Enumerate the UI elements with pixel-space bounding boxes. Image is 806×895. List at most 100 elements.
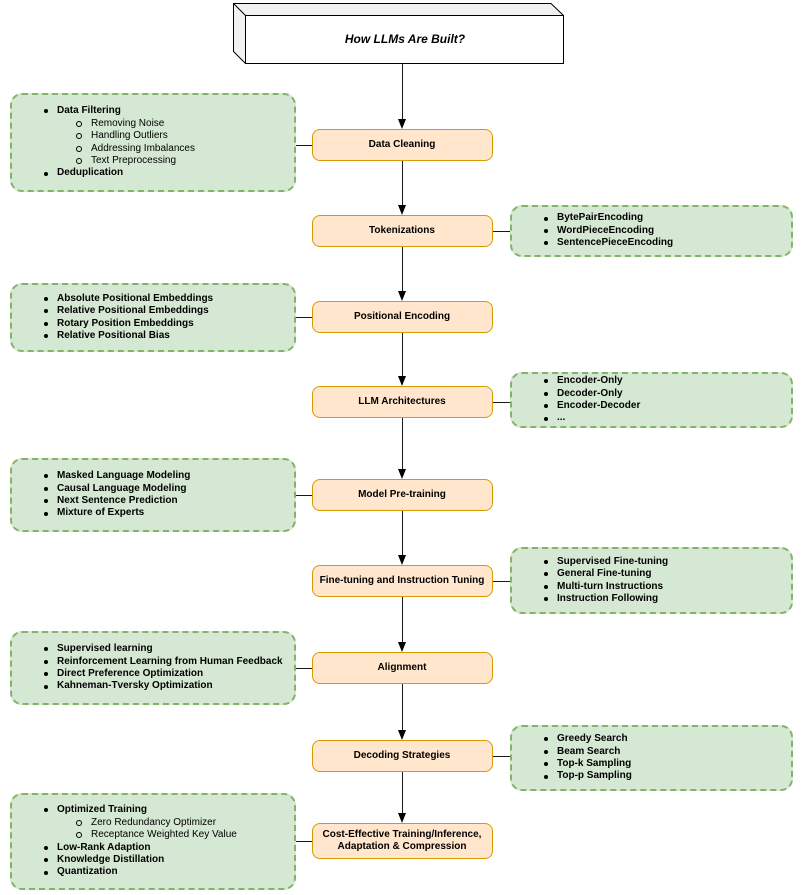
bullet-icon	[544, 572, 548, 577]
panel-item-label: ...	[557, 412, 566, 424]
arrow-down-icon	[397, 730, 406, 740]
cube-shape-icon	[233, 3, 564, 64]
panel-item-label: Text Preprocessing	[91, 154, 177, 166]
panel-item-label: General Fine-tuning	[557, 568, 652, 580]
diagram-title: How LLMs Are Built?	[344, 32, 466, 46]
connector-line	[492, 756, 510, 757]
panel-item-label: Next Sentence Prediction	[57, 495, 178, 506]
arrow-line	[401, 63, 403, 120]
panel-item-label: Multi-turn Instructions	[557, 580, 664, 592]
stage-label: Alignment	[377, 661, 427, 673]
panel-item-label: Greedy Search	[557, 733, 628, 745]
arrow-down-icon	[397, 376, 406, 386]
panel-item: Relative Positional Embeddings	[44, 305, 286, 317]
panel-item: Beam Search	[544, 746, 783, 758]
arrow-line	[401, 684, 403, 731]
bullet-icon	[44, 334, 48, 339]
panel-item: Data Filtering	[44, 105, 286, 117]
bullet-icon	[44, 321, 48, 326]
arrow-down-icon	[397, 119, 406, 129]
panel-item-label: Masked Language Modeling	[57, 470, 191, 482]
stage-node-decoding-strategies: Decoding Strategies	[311, 740, 493, 772]
connector-line	[296, 317, 312, 318]
panel-item-label: Deduplication	[57, 167, 124, 179]
panel-item-label: Decoder-Only	[557, 387, 623, 399]
panel-item-label: Relative Positional Bias	[57, 329, 170, 341]
panel-item: Receptance Weighted Key Value	[76, 829, 286, 841]
panel-item: Quantization	[44, 866, 286, 878]
stage-node-tokenizations: Tokenizations	[311, 215, 493, 247]
panel-item-label: Removing Noise	[91, 117, 165, 129]
panel-item: Mixture of Experts	[44, 507, 286, 519]
bullet-icon	[544, 584, 548, 589]
stage-node-llm-architectures: LLM Architectures	[311, 386, 493, 418]
bullet-icon	[44, 109, 48, 114]
panel-item: Reinforcement Learning from Human Feedba…	[44, 656, 286, 668]
panel-item: Greedy Search	[544, 733, 783, 745]
connector-line	[492, 581, 510, 582]
bullet-icon	[44, 474, 48, 479]
bullet-icon	[44, 309, 48, 314]
bullet-icon	[544, 379, 548, 384]
panel-item: Removing Noise	[76, 118, 286, 130]
circle-bullet-icon	[76, 145, 82, 152]
panel-item: Optimized Training	[44, 804, 286, 816]
panel-item: Handling Outliers	[76, 130, 286, 142]
arrow-line	[401, 161, 403, 206]
stage-node-data-cleaning: Data Cleaning	[311, 129, 493, 161]
panel-item-label: Optimized Training	[57, 804, 148, 816]
panel-item-label: Direct Preference Optimization	[57, 668, 204, 679]
panel-item-label: Quantization	[57, 866, 118, 878]
panel-item: Direct Preference Optimization	[44, 668, 286, 680]
panel-item: Top-k Sampling	[544, 758, 783, 770]
panel-item: Absolute Positional Embeddings	[44, 293, 286, 305]
panel-item-label: Kahneman-Tversky Optimization	[57, 680, 213, 692]
panel-item-label: Absolute Positional Embeddings	[57, 292, 214, 304]
panel-item: Deduplication	[44, 167, 286, 179]
stage-label: Fine-tuning and Instruction Tuning	[319, 574, 485, 586]
panel-item: Encoder-Only	[544, 375, 783, 387]
arrow-line	[401, 247, 403, 292]
arrow-down-icon	[397, 205, 406, 215]
panel-item-label: SentencePieceEncoding	[557, 237, 674, 249]
panel-item: Instruction Following	[544, 593, 783, 605]
circle-bullet-icon	[76, 120, 82, 127]
panel-item-label: Top-k Sampling	[557, 758, 632, 769]
stage-label: Positional Encoding	[353, 310, 451, 322]
bullet-icon	[544, 559, 548, 564]
bullet-icon	[44, 296, 48, 301]
bullet-icon	[544, 762, 548, 767]
panel-item: Masked Language Modeling	[44, 470, 286, 482]
connector-line	[492, 231, 510, 232]
arrow-down-icon	[397, 642, 406, 652]
arrow-line	[401, 772, 403, 814]
stage-label: Tokenizations	[369, 224, 435, 236]
arrow-down-icon	[397, 555, 406, 565]
panel-item-label: Addressing Imbalances	[91, 142, 195, 154]
panel-item: Next Sentence Prediction	[44, 495, 286, 507]
panel-item-label: Rotary Position Embeddings	[57, 317, 194, 329]
panel-item: ...	[544, 412, 783, 424]
panel-item-label: Low-Rank Adaption	[57, 841, 151, 853]
panel-item: Encoder-Decoder	[544, 400, 783, 412]
stage-node-model-pre-training: Model Pre-training	[311, 479, 493, 511]
panel-item-label: Receptance Weighted Key Value	[91, 829, 237, 841]
panel-item-label: Reinforcement Learning from Human Feedba…	[57, 655, 283, 667]
circle-bullet-icon	[76, 819, 82, 826]
connector-line	[492, 402, 510, 403]
bullet-icon	[544, 597, 548, 602]
panel-item: Supervised Fine-tuning	[544, 556, 783, 568]
panel-item-label: Data Filtering	[57, 105, 121, 117]
bullet-icon	[44, 845, 48, 850]
stage-node-positional-encoding: Positional Encoding	[311, 301, 493, 333]
panel-item: Kahneman-Tversky Optimization	[44, 680, 286, 692]
panel-item: Zero Redundancy Optimizer	[76, 817, 286, 829]
panel-item: General Fine-tuning	[544, 568, 783, 580]
